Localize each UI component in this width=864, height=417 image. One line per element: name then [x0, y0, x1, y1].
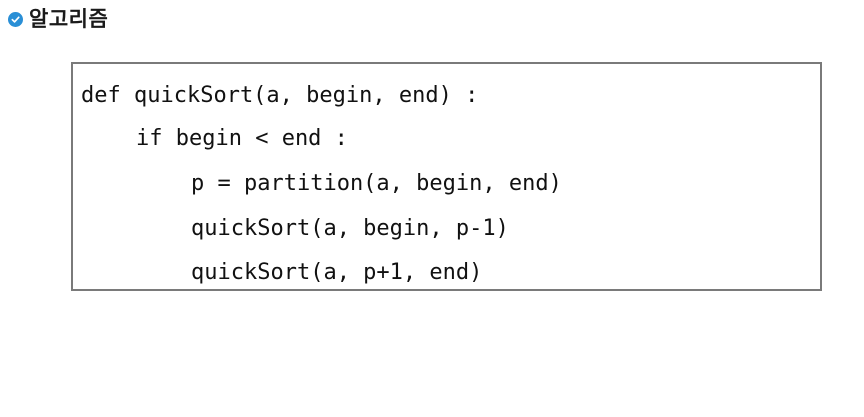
code-line-def: def quickSort(a, begin, end) :: [81, 83, 479, 108]
code-line-recurse-right: quickSort(a, p+1, end): [191, 260, 483, 285]
code-line-if: if begin < end :: [136, 126, 348, 151]
code-line-recurse-left: quickSort(a, begin, p-1): [191, 216, 509, 241]
code-line-partition: p = partition(a, begin, end): [191, 171, 562, 196]
section-title: 알고리즘: [29, 7, 109, 31]
check-circle-icon: [8, 11, 23, 27]
code-block: def quickSort(a, begin, end) : if begin …: [71, 62, 822, 291]
section-heading: 알고리즘: [8, 6, 108, 32]
